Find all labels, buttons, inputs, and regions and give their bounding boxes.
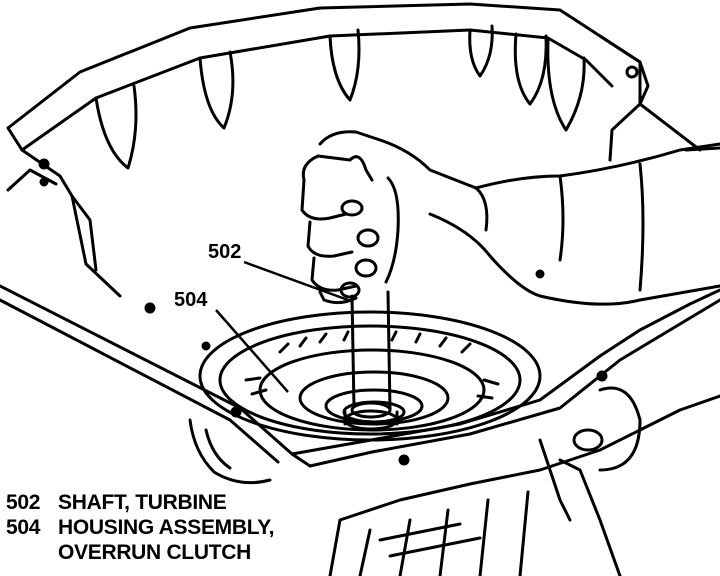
legend-description: SHAFT, TURBINE: [58, 491, 227, 514]
leader-line-502: [243, 260, 349, 302]
leader-lines: [215, 260, 349, 393]
overrun-clutch-housing: [198, 310, 542, 442]
legend-description: OVERRUN CLUTCH: [58, 541, 251, 564]
hand: [300, 130, 478, 305]
valve-body: [328, 386, 720, 576]
callout-502: 502: [208, 241, 241, 263]
legend-row-502: 502 SHAFT, TURBINE: [6, 490, 274, 515]
lower-housing-curve: [188, 418, 272, 485]
sleeve: [428, 142, 720, 306]
leader-line-504: [215, 309, 289, 393]
case-rail: [0, 269, 720, 468]
turbine-shaft: [343, 290, 399, 431]
legend-row-504: 504 HOUSING ASSEMBLY,: [6, 515, 275, 540]
legend-indent: [6, 540, 58, 565]
transmission-case: [6, 2, 702, 298]
legend-number: 502: [6, 491, 41, 514]
callout-504: 504: [174, 289, 208, 311]
legend-number: 504: [6, 516, 41, 539]
legend-description: HOUSING ASSEMBLY,: [58, 516, 275, 539]
parts-legend: 502 SHAFT, TURBINE 504 HOUSING ASSEMBLY,…: [6, 490, 281, 565]
legend-row-504-cont: OVERRUN CLUTCH: [6, 540, 274, 565]
